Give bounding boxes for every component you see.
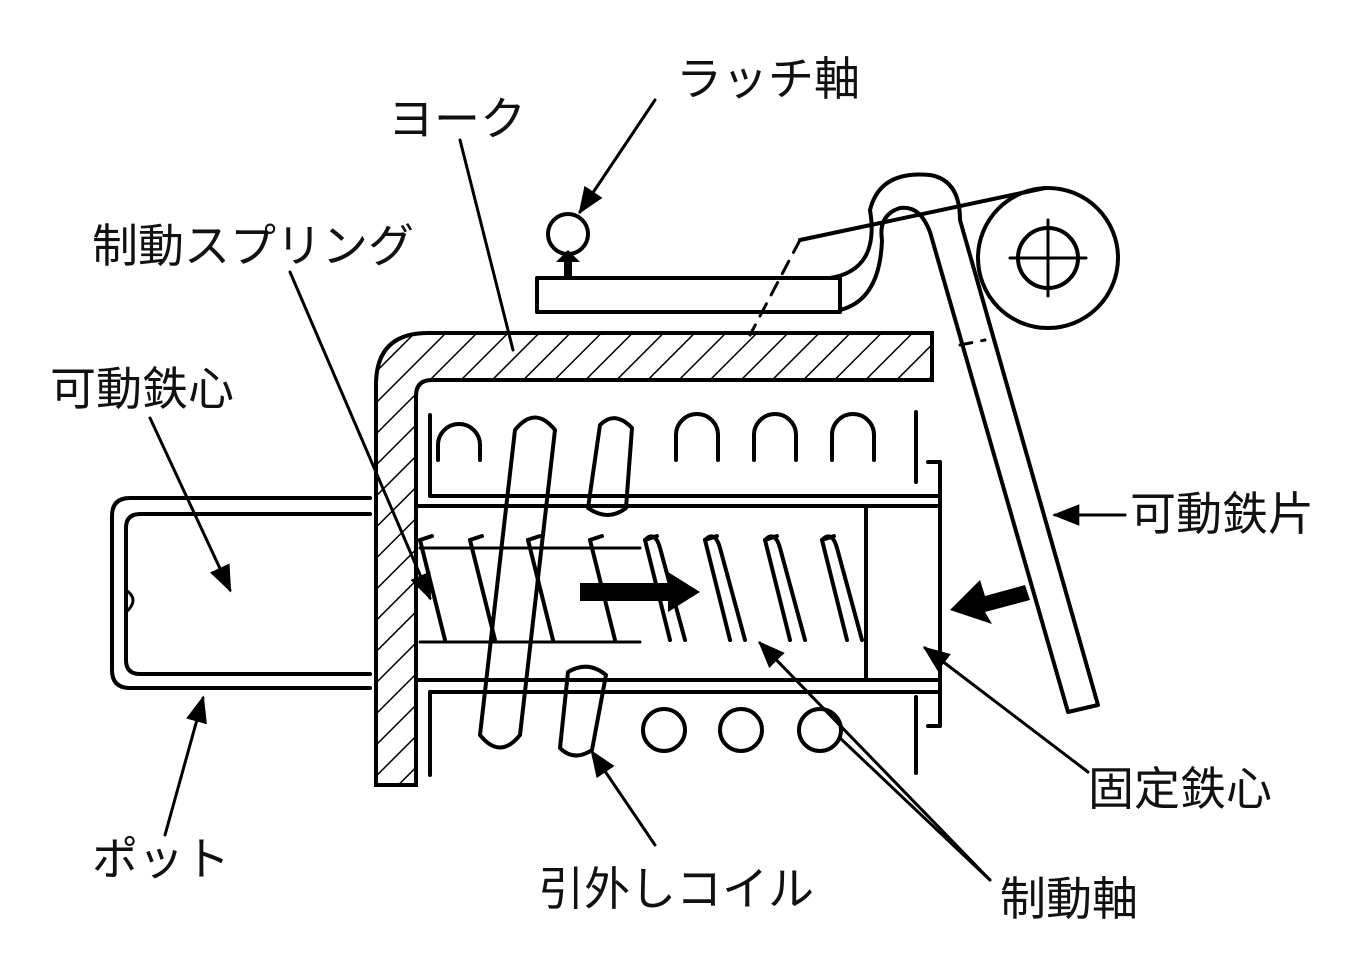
brake-spring [418,534,864,642]
label-brake-shaft: 制動軸 [1000,872,1138,926]
label-pot: ポット [92,832,230,886]
label-latch-shaft: ラッチ軸 [676,52,860,106]
coil-bobbin [414,410,942,777]
motion-arrows [580,572,1030,624]
movable-armature [798,172,1120,714]
latch-plate [535,212,842,337]
label-brake-spring: 制動スプリング [92,219,414,273]
label-fixed-core: 固定鉄心 [1088,762,1272,816]
label-movable-armature: 可動鉄片 [1130,487,1314,541]
yoke [374,331,934,787]
label-yoke: ヨーク [388,92,526,146]
label-trip-coil: 引外しコイル [538,862,814,916]
leader-lines [148,98,1127,882]
pot [110,496,372,690]
fixed-core [864,460,942,728]
label-movable-core: 可動鉄心 [50,362,234,416]
